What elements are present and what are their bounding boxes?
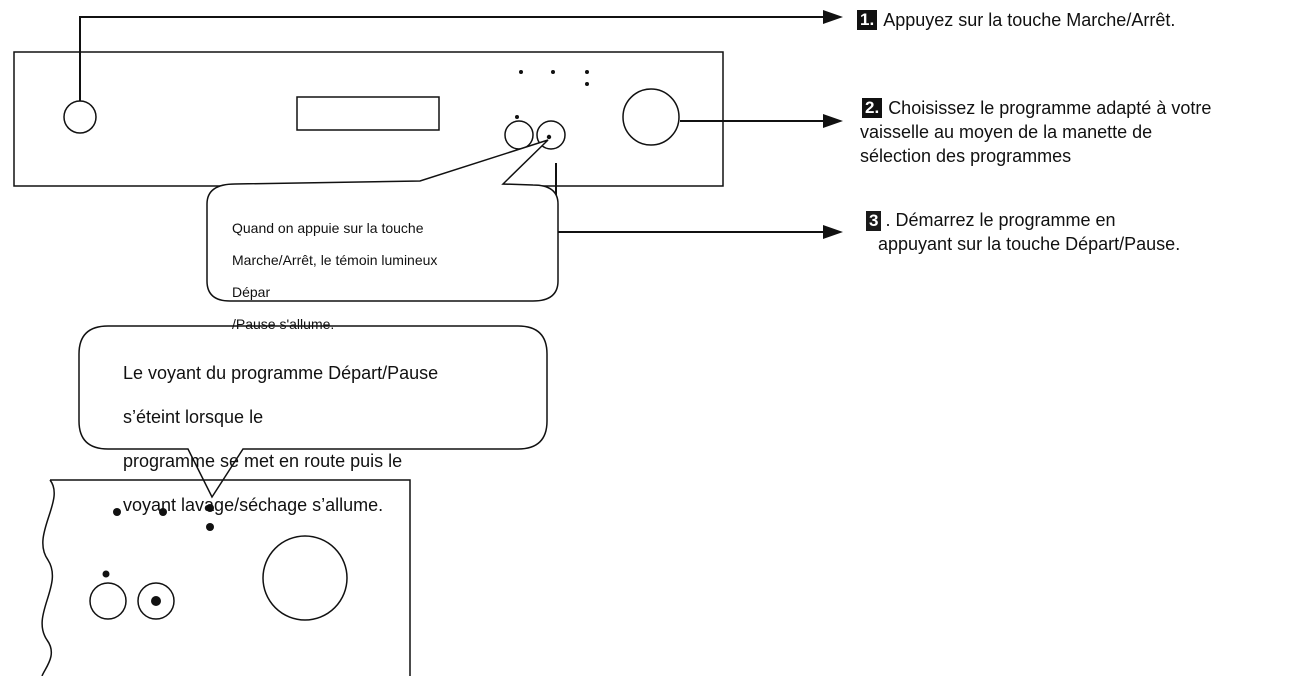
indicator-light: [206, 504, 214, 512]
arrowheads: [823, 10, 843, 239]
control-panel-top: [13, 51, 724, 187]
step-1-text: Appuyez sur la touche Marche/Arrêt.: [883, 10, 1176, 30]
step-2: 2.Choisissez le programme adapté à votre…: [860, 96, 1211, 168]
step-number-2: 2.: [862, 98, 883, 118]
step-2-line2: vaisselle au moyen de la manette de: [860, 122, 1153, 142]
indicator-light: [102, 570, 110, 578]
step-3-line1: 3. Démarrez le programme en: [866, 208, 1180, 232]
callout-bubble-bottom: [78, 325, 548, 499]
callout-bottom-line1: Le voyant du programme Départ/Pause: [123, 363, 439, 383]
control-panel-zoom: [41, 479, 411, 676]
display-window: [296, 96, 440, 131]
indicator-dots-zoom: [102, 504, 214, 578]
callout-bottom-line3: programme se met en route puis le: [123, 451, 403, 471]
step-number-1: 1.: [857, 10, 878, 30]
callout-bubble-top: [206, 139, 559, 302]
program-selector-knob: [262, 535, 348, 621]
power-button: [63, 100, 97, 134]
step-3: 3. Démarrez le programme en appuyant sur…: [866, 208, 1180, 256]
step-2-line3: sélection des programmes: [860, 146, 1072, 166]
arrow-right-icon: [823, 225, 843, 239]
indicator-light: [585, 70, 589, 74]
indicator-light: [159, 508, 167, 516]
arrow-right-icon: [823, 114, 843, 128]
callout-bottom-text: Le voyant du programme Départ/Pause s’ét…: [123, 340, 438, 538]
callout-top-text: Quand on appuie sur la touche Marche/Arr…: [232, 204, 437, 348]
option-button: [89, 582, 127, 620]
indicator-dots-top: [515, 70, 589, 140]
step-number-3: 3: [866, 211, 882, 231]
step-3-line2: appuyant sur la touche Départ/Pause.: [878, 234, 1181, 254]
indicator-light: [585, 82, 589, 86]
callout-bottom-line4: voyant lavage/séchage s’allume.: [123, 495, 384, 515]
program-selector-knob: [622, 88, 680, 146]
zoom-controls: [89, 535, 348, 621]
indicator-light: [519, 70, 523, 74]
arrow-right-icon: [823, 10, 843, 24]
callout-top-line1: Quand on appuie sur la touche: [232, 220, 424, 236]
option-button: [504, 120, 534, 150]
panel-outline: [13, 51, 724, 187]
indicator-light: [551, 70, 555, 74]
callout-top-line2: Marche/Arrêt, le témoin lumineux: [232, 252, 438, 268]
indicator-light: [113, 508, 121, 516]
callout-bottom-line2: s’éteint lorsque le: [123, 407, 264, 427]
start-pause-led: [546, 134, 552, 140]
indicator-light: [206, 523, 214, 531]
callout-top-line4: /Pause s'allume.: [232, 316, 335, 332]
step-2-line1: 2.Choisissez le programme adapté à votre: [862, 96, 1211, 120]
start-pause-button: [137, 582, 175, 620]
step-1: 1.Appuyez sur la touche Marche/Arrêt.: [857, 8, 1175, 32]
leader-line-step3: [555, 163, 823, 233]
indicator-light: [515, 115, 519, 119]
callout-top-line3: Dépar: [232, 284, 271, 300]
leader-line-step1: [79, 16, 823, 101]
start-pause-button: [536, 120, 566, 150]
start-pause-led-off: [151, 596, 161, 606]
